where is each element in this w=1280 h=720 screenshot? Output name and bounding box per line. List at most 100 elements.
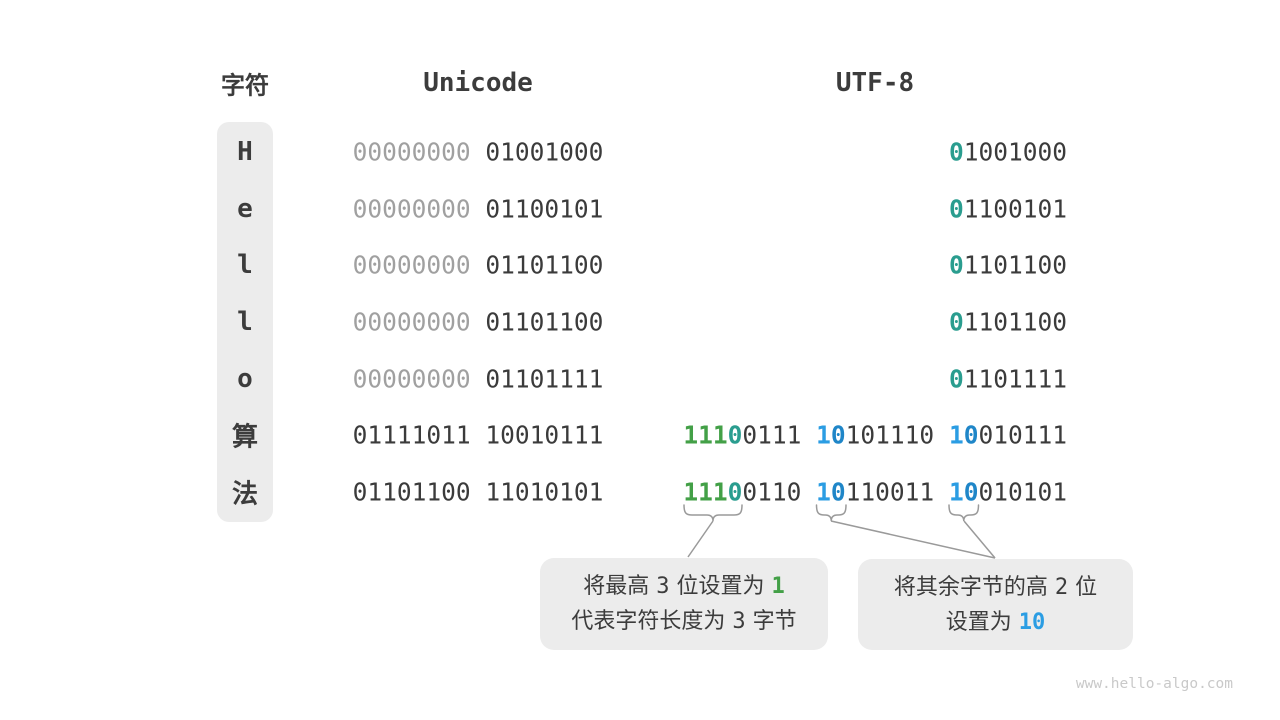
callout-continuation-bits: 将其余字节的高 2 位 设置为 10 (858, 559, 1133, 650)
character-cell: H (237, 137, 253, 167)
text-segment: 1 (948, 477, 964, 507)
text-segment: 位设置为 (669, 574, 772, 599)
text-segment: 0 (830, 477, 846, 507)
unicode-binary: 01101100 11010101 (353, 478, 604, 507)
text-segment: 111 (683, 477, 728, 507)
text-segment: 1100101 (963, 194, 1067, 224)
text-segment: 将其余字节的高 (893, 574, 1055, 600)
character-cell: 算 (231, 422, 258, 453)
text-segment: 0110 (742, 477, 802, 507)
text-segment: 0 (948, 194, 964, 224)
utf8-binary: 01100101 (949, 194, 1067, 223)
text-segment (934, 421, 949, 450)
callout-continuation-bits-line1: 将其余字节的高 2 位 (894, 570, 1097, 605)
text-segment: 0 (963, 420, 979, 450)
text-segment: 0 (948, 250, 964, 280)
text-segment: 0 (727, 420, 743, 450)
text-segment: 00000000 (352, 364, 471, 394)
connector-line-left (687, 520, 714, 558)
unicode-binary: 00000000 01101100 (353, 308, 604, 337)
underbrace-leading-bits (683, 504, 743, 522)
text-segment: 10 (1018, 609, 1046, 635)
text-segment: 0111 (742, 420, 802, 450)
text-segment (471, 251, 486, 280)
text-segment: 110011 (845, 477, 935, 507)
unicode-binary: 00000000 01101100 (353, 251, 604, 280)
text-segment: 01101100 (352, 477, 471, 507)
text-segment: 1101100 (963, 307, 1067, 337)
text-segment: 111 (683, 420, 728, 450)
text-segment: 0 (830, 420, 846, 450)
text-segment (471, 421, 486, 450)
text-segment (471, 308, 486, 337)
text-segment: 01101111 (485, 364, 604, 394)
text-segment (801, 421, 816, 450)
unicode-binary: 01111011 10010111 (353, 421, 604, 450)
text-segment: 0 (963, 477, 979, 507)
text-segment: 0 (948, 364, 964, 394)
text-segment: 01101100 (485, 307, 604, 337)
unicode-binary: 00000000 01101111 (353, 364, 604, 393)
text-segment (471, 138, 486, 167)
unicode-binary: 00000000 01001000 (353, 138, 604, 167)
utf8-binary: 01101100 (949, 308, 1067, 337)
text-segment: 3 (732, 609, 746, 634)
text-segment: 101110 (845, 420, 935, 450)
text-segment: 01101100 (485, 250, 604, 280)
character-cell: o (237, 363, 253, 394)
text-segment: 1101100 (963, 250, 1067, 280)
utf8-binary: 11100110 10110011 10010101 (683, 478, 1067, 507)
utf8-binary: 01101111 (949, 364, 1067, 393)
character-cell: l (237, 307, 253, 337)
text-segment: 01111011 (352, 420, 471, 450)
unicode-binary: 00000000 01100101 (353, 194, 604, 223)
text-segment: 设置为 (945, 609, 1019, 635)
text-segment (471, 194, 486, 223)
text-segment: 010101 (978, 477, 1067, 507)
connector-line-right-b (963, 520, 996, 559)
text-segment (471, 364, 486, 393)
text-segment: 010111 (978, 420, 1067, 450)
character-cell: e (237, 193, 253, 224)
text-segment: 位 (1068, 574, 1098, 600)
text-segment: 2 (1054, 574, 1069, 600)
underbrace-continuation-byte2 (815, 504, 847, 522)
text-segment: 10010111 (485, 420, 604, 450)
text-segment: 0 (727, 477, 743, 507)
callout-high-bits: 将最高 3 位设置为 1 代表字符长度为 3 字节 (540, 558, 828, 650)
callout-high-bits-line1: 将最高 3 位设置为 1 (583, 569, 785, 604)
column-header-character: 字符 (221, 71, 269, 100)
text-segment: 00000000 (352, 307, 471, 337)
text-segment: 11010101 (485, 477, 604, 507)
text-segment: 1 (771, 574, 785, 599)
text-segment: 3 (656, 574, 670, 599)
text-segment: 0 (948, 307, 964, 337)
text-segment: 1 (948, 420, 964, 450)
text-segment: 字节 (745, 609, 797, 634)
utf8-binary: 01101100 (949, 251, 1067, 280)
character-cell: l (237, 250, 253, 281)
text-segment: 00000000 (352, 137, 471, 167)
text-segment (934, 478, 949, 507)
text-segment (471, 478, 486, 507)
character-cell: 法 (231, 479, 258, 510)
utf8-binary: 11100111 10101110 10010111 (683, 421, 1067, 450)
text-segment: 01001000 (485, 137, 604, 167)
text-segment: 00000000 (352, 194, 471, 224)
text-segment: 01100101 (485, 194, 604, 224)
text-segment: 1001000 (963, 137, 1067, 167)
callout-continuation-bits-line2: 设置为 10 (946, 605, 1046, 640)
column-header-unicode: Unicode (423, 68, 533, 98)
callout-high-bits-line2: 代表字符长度为 3 字节 (571, 604, 796, 639)
text-segment: 00000000 (352, 250, 471, 280)
text-segment: 1101111 (963, 364, 1067, 394)
text-segment: 将最高 (583, 574, 657, 599)
text-segment: 0 (948, 137, 964, 167)
character-column-background (217, 122, 273, 522)
utf8-binary: 01001000 (949, 138, 1067, 167)
column-header-utf8: UTF-8 (835, 68, 915, 98)
connector-line-right-a (830, 520, 996, 559)
text-segment: 1 (816, 420, 831, 450)
text-segment: 1 (816, 477, 831, 507)
